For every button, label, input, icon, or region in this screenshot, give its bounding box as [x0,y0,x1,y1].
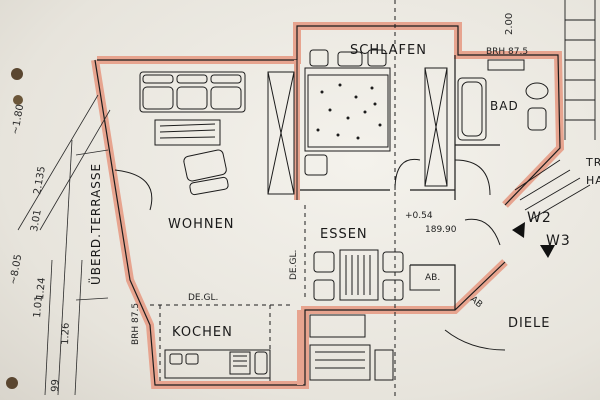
room-label-diele: DIELE [508,316,551,331]
annotation-brh-top: BRH 87.5 [486,47,528,57]
bed-dots [316,83,382,140]
dimension-1-01: 1.01 [32,295,45,318]
annotation-w3: W3 [546,233,571,249]
annotation-w2: W2 [527,210,552,226]
dimension-1-80: ~1.80 [10,103,26,135]
annotation-brh-left: BRH 87.5 [131,303,141,345]
dimension-2-00: 2.00 [504,13,515,35]
annotation-level-value: 189.90 [425,225,457,235]
stairs [514,0,596,221]
bedroom-furniture [304,49,448,187]
dimension-99: 99 [50,379,61,392]
binder-holes [6,68,23,389]
dimension-1-24: 1.24 [35,277,48,300]
room-label-ab-1: AB. [425,273,440,283]
arrows [512,222,555,258]
walls [91,22,565,389]
room-label-schlafen: SCHLAFEN [350,43,427,58]
room-label-bad: BAD [490,99,519,113]
annotation-terrasse: ÜBERD.TERRASSE [87,163,103,285]
room-label-essen: ESSEN [320,227,368,242]
bath-fixtures [457,59,549,141]
living-furniture [139,71,295,196]
annotation-de-gl-horizontal: DE.GL. [188,293,218,303]
kitchen-fixtures [164,314,394,381]
dimension-1-26: 1.26 [60,322,72,345]
annotation-stair-tr: TR [585,156,600,169]
annotation-de-gl-vertical: DE.GL. [289,250,299,280]
dimension-8-05: ~8.05 [8,253,24,285]
door-arcs [114,158,506,351]
dining-furniture [313,249,404,301]
annotation-stair-ha: HA [586,174,600,187]
dimension-chain [17,94,111,396]
room-label-wohnen: WOHNEN [168,217,235,232]
dimension-2-135: 2.135 [32,165,48,195]
dimension-3-01: 3.01 [29,209,44,233]
room-label-kochen: KOCHEN [172,325,233,340]
annotation-level-mark: +0.54 [405,211,433,221]
